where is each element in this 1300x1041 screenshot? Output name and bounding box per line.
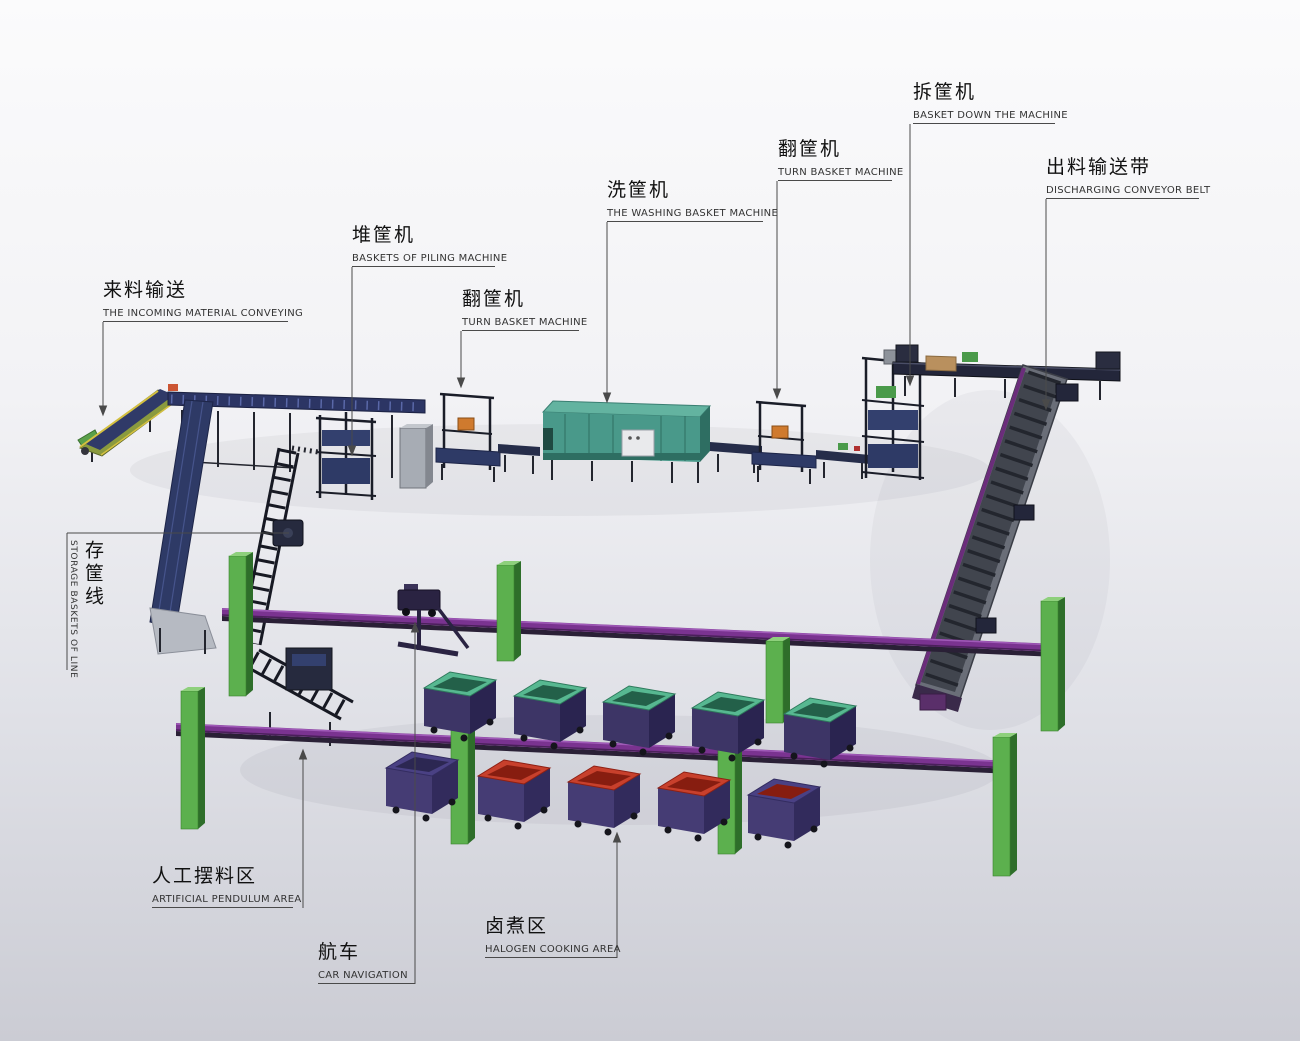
piling-machine-graphic <box>291 412 377 500</box>
label-turn-basket-machine-2-en: TURN BASKET MACHINE <box>778 167 904 178</box>
discharging-conveyor-graphic <box>912 364 1079 712</box>
label-storage-line-zh: 存筐线 <box>82 540 104 609</box>
label-discharging-conveyor-zh: 出料输送带 <box>1046 156 1152 178</box>
cooking-bins-upper-graphic <box>422 671 858 768</box>
incoming-conveyor-graphic <box>77 384 182 462</box>
label-turn-basket-machine-1-en: TURN BASKET MACHINE <box>462 317 588 328</box>
turn-basket-machine-2-graphic <box>751 400 817 484</box>
label-piling-machine: 堆筐机 BASKETS OF PILING MACHINE <box>352 223 508 267</box>
crane-rails-graphic <box>175 608 1059 774</box>
label-basket-down-machine-en: BASKET DOWN THE MACHINE <box>913 110 1068 121</box>
label-pendulum-area-en: ARTIFICIAL PENDULUM AREA <box>152 894 302 905</box>
label-turn-basket-machine-1-zh: 翻筐机 <box>462 288 526 310</box>
label-washing-machine-en: THE WASHING BASKET MACHINE <box>607 208 779 219</box>
top-line-conveyor-graphic <box>167 391 426 478</box>
label-incoming-material-en: THE INCOMING MATERIAL CONVEYING <box>103 308 304 319</box>
label-incoming-material: 来料输送 THE INCOMING MATERIAL CONVEYING <box>103 278 304 322</box>
label-crane-en: CAR NAVIGATION <box>318 970 408 981</box>
label-halogen-area: 卤煮区 HALOGEN COOKING AREA <box>485 914 621 958</box>
label-washing-machine: 洗筐机 THE WASHING BASKET MACHINE <box>607 178 779 222</box>
label-basket-down-machine: 拆筐机 BASKET DOWN THE MACHINE <box>913 80 1068 124</box>
label-turn-basket-machine-2-zh: 翻筐机 <box>778 138 842 160</box>
label-pendulum-area-zh: 人工摆料区 <box>152 865 258 887</box>
label-storage-line-en: STORAGE BASKETS OF LINE <box>68 540 78 679</box>
label-piling-machine-en: BASKETS OF PILING MACHINE <box>352 253 508 264</box>
crane-trolley-graphic <box>397 584 470 657</box>
washing-machine-graphic <box>541 400 712 483</box>
label-washing-machine-zh: 洗筐机 <box>607 179 671 201</box>
turn-basket-machine-1-graphic <box>435 392 501 482</box>
connecting-track-2-graphic <box>710 442 762 473</box>
label-crane: 航车 CAR NAVIGATION <box>318 940 415 984</box>
label-incoming-material-zh: 来料输送 <box>103 279 188 301</box>
label-turn-basket-machine-2: 翻筐机 TURN BASKET MACHINE <box>778 137 904 181</box>
label-halogen-area-zh: 卤煮区 <box>485 915 549 937</box>
label-discharging-conveyor-en: DISCHARGING CONVEYOR BELT <box>1046 185 1211 196</box>
connecting-track-3-graphic <box>816 443 870 479</box>
control-cabinet-graphic <box>399 424 433 489</box>
top-right-conveyor-graphic <box>892 344 1121 400</box>
label-basket-down-machine-zh: 拆筐机 <box>913 81 977 103</box>
label-turn-basket-machine-1: 翻筐机 TURN BASKET MACHINE <box>462 287 588 331</box>
label-discharging-conveyor: 出料输送带 DISCHARGING CONVEYOR BELT <box>1046 155 1211 199</box>
label-pendulum-area: 人工摆料区 ARTIFICIAL PENDULUM AREA <box>152 864 302 908</box>
connecting-track-1-graphic <box>498 444 540 474</box>
label-crane-zh: 航车 <box>318 941 361 963</box>
label-halogen-area-en: HALOGEN COOKING AREA <box>485 944 621 955</box>
label-piling-machine-zh: 堆筐机 <box>352 224 416 246</box>
cooking-bins-lower-graphic <box>384 751 822 849</box>
storage-line-graphic <box>149 399 354 746</box>
